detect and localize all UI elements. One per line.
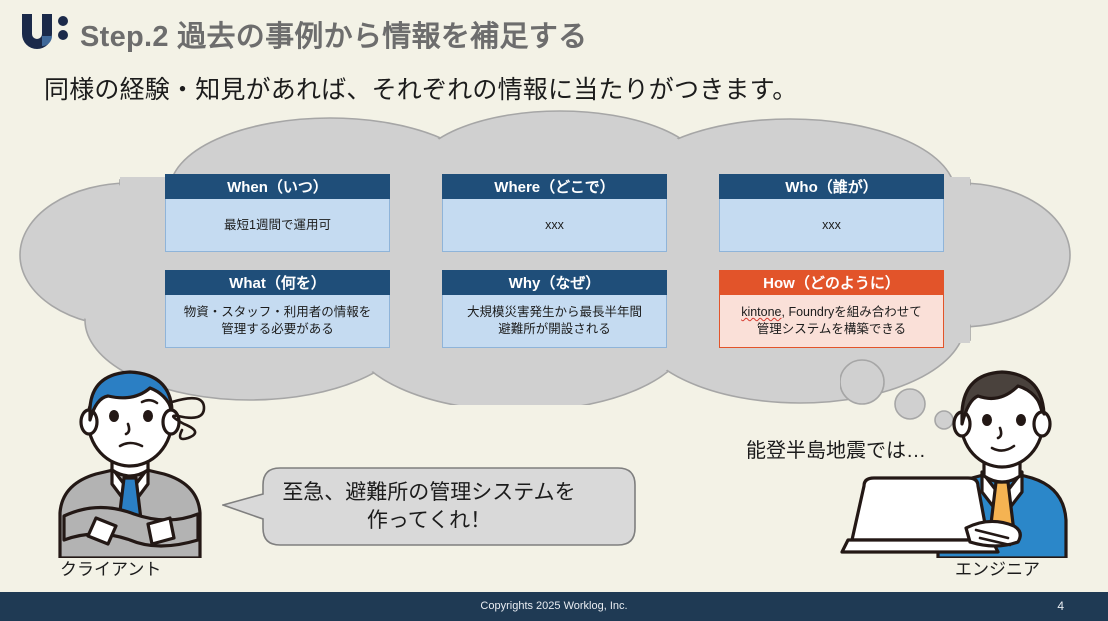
cell-what[interactable]: What（何を） 物資・スタッフ・利用者の情報を 管理する必要がある [165, 270, 390, 348]
slide-footer: Copyrights 2025 Worklog, Inc. 4 [0, 592, 1108, 621]
cell-what-header: What（何を） [165, 270, 390, 295]
page-title: Step.2 過去の事例から情報を補足する [80, 21, 588, 53]
slide-header: Step.2 過去の事例から情報を補足する [0, 0, 1108, 62]
worklog-logo [18, 12, 70, 52]
client-speech-line1: 至急、避難所の管理システムを [282, 480, 576, 504]
cell-where-body: xxx [442, 199, 667, 252]
cell-why-body: 大規模災害発生から最長半年間 避難所が開設される [442, 295, 667, 348]
cell-why[interactable]: Why（なぜ） 大規模災害発生から最長半年間 避難所が開設される [442, 270, 667, 348]
cell-when-text: 最短1週間で運用可 [224, 217, 331, 232]
cell-how-line1-rest: , Foundryを組み合わせて [781, 305, 922, 320]
cell-why-header: Why（なぜ） [442, 270, 667, 295]
cell-how-line1-spellchecked: kintone [741, 305, 782, 320]
footer-copyright: Copyrights 2025 Worklog, Inc. [480, 600, 628, 612]
page-subtitle: 同様の経験・知見があれば、それぞれの情報に当たりがつきます。 [44, 76, 798, 104]
engineer-label: エンジニア [955, 560, 1040, 579]
footer-page-number: 4 [1057, 599, 1064, 613]
client-speech-text: 至急、避難所の管理システムを 作ってくれ！ [222, 467, 636, 546]
engineer-thought-text: 能登半島地震では… [746, 440, 926, 462]
cell-where-text: xxx [545, 217, 564, 232]
cell-how-header: How（どのように） [719, 270, 944, 295]
cell-who-text: xxx [822, 217, 841, 232]
cell-who-header: Who（誰が） [719, 174, 944, 199]
client-label: クライアント [60, 560, 162, 579]
cell-when[interactable]: When（いつ） 最短1週間で運用可 [165, 174, 390, 252]
client-speech-bubble: 至急、避難所の管理システムを 作ってくれ！ [222, 467, 636, 546]
cell-what-body: 物資・スタッフ・利用者の情報を 管理する必要がある [165, 295, 390, 348]
cell-why-line2: 避難所が開設される [498, 322, 611, 336]
five-w-one-h-grid: When（いつ） 最短1週間で運用可 Where（どこで） xxx Who（誰が… [165, 174, 955, 352]
cell-what-line2: 管理する必要がある [221, 322, 334, 336]
cell-who[interactable]: Who（誰が） xxx [719, 174, 944, 252]
client-speech-line2: 作ってくれ！ [366, 508, 492, 532]
cell-how[interactable]: How（どのように） kintone, Foundryを組み合わせて 管理システ… [719, 270, 944, 348]
cell-why-line1: 大規模災害発生から最長半年間 [466, 305, 642, 320]
cell-when-body: 最短1週間で運用可 [165, 199, 390, 252]
cell-how-line2: 管理システムを構築できる [756, 322, 907, 336]
cell-where[interactable]: Where（どこで） xxx [442, 174, 667, 252]
cell-when-header: When（いつ） [165, 174, 390, 199]
cell-how-body: kintone, Foundryを組み合わせて 管理システムを構築できる [719, 295, 944, 348]
cell-who-body: xxx [719, 199, 944, 252]
engineer-illustration [839, 352, 1070, 560]
cell-where-header: Where（どこで） [442, 174, 667, 199]
client-illustration [38, 358, 224, 560]
cell-what-line1: 物資・スタッフ・利用者の情報を [183, 305, 372, 320]
